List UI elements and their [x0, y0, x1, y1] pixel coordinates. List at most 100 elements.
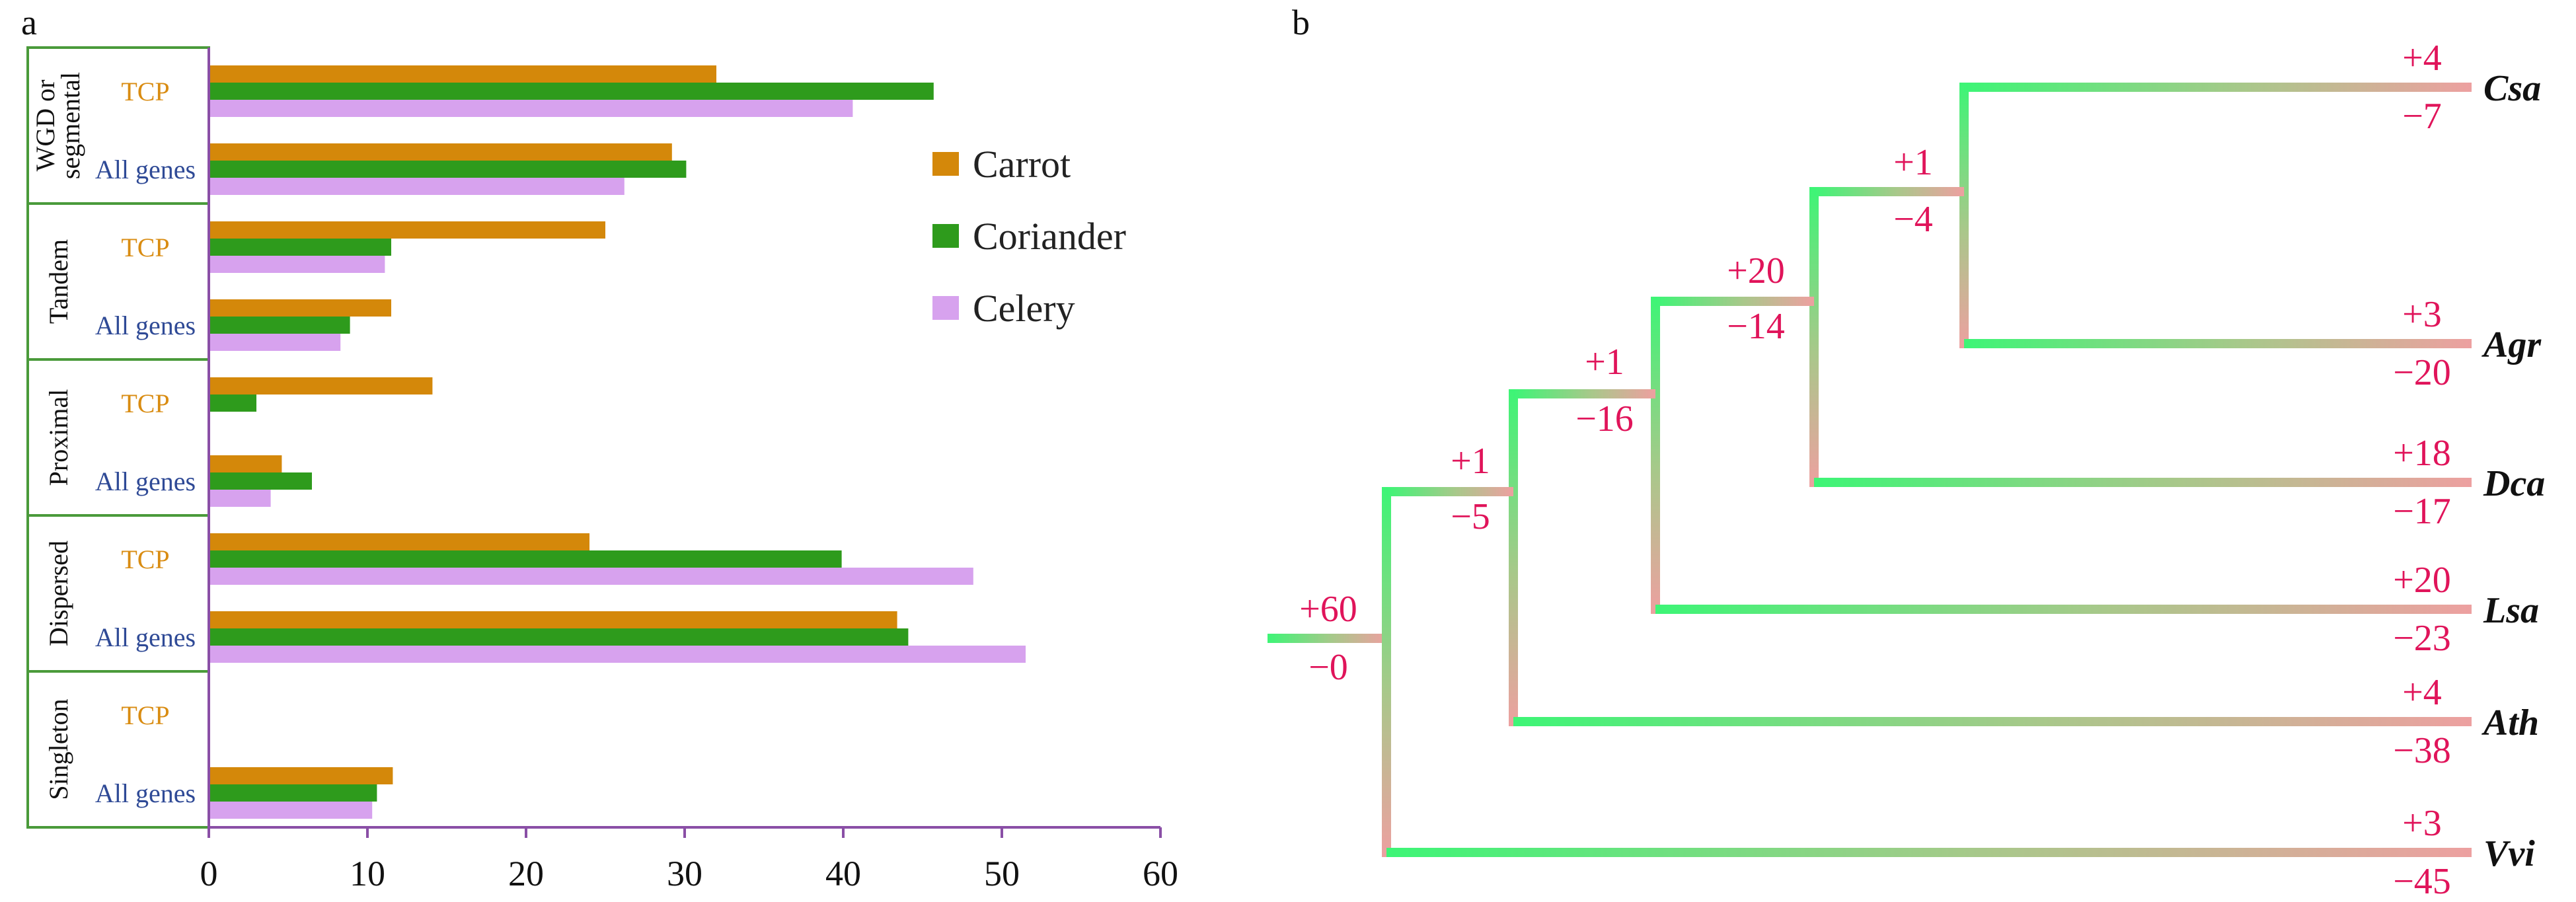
group-label: WGD orsegmental — [30, 72, 85, 179]
panel-a-bar-chart: a WGD orsegmentalTandemProximalDispersed… — [21, 3, 1178, 893]
panel-b-tree: b +60−0+1−5+1−16+20−14+1−4+4−7Csa+3−20Ag… — [1268, 3, 2545, 902]
node-gain: +1 — [1585, 342, 1624, 383]
bar-carrot — [209, 611, 897, 628]
taxon-label: Agr — [2481, 324, 2542, 365]
row-label: TCP — [121, 700, 169, 730]
x-tick-label: 30 — [667, 854, 702, 893]
bar-carrot — [209, 143, 672, 161]
row-label: All genes — [95, 311, 196, 340]
bar-celery — [209, 802, 373, 819]
node-loss: −5 — [1451, 496, 1490, 537]
x-tick-label: 50 — [984, 854, 1020, 893]
legend-swatch-coriander — [932, 224, 959, 248]
row-label: TCP — [121, 233, 169, 262]
bar-celery — [209, 334, 341, 351]
node-loss: −16 — [1575, 398, 1634, 439]
leaf-gain: +4 — [2402, 38, 2442, 79]
root-gain: +60 — [1299, 589, 1357, 630]
bar-carrot — [209, 377, 433, 395]
group-label-line: Dispersed — [44, 541, 73, 646]
group-boxes: WGD orsegmentalTandemProximalDispersedSi… — [26, 46, 210, 829]
bar-coriander — [209, 628, 909, 646]
row-label: All genes — [95, 155, 196, 184]
branch-vertical — [1382, 487, 1391, 857]
branch-vertical — [1959, 83, 1969, 348]
legend-swatch-carrot — [932, 152, 959, 176]
bar-celery — [209, 490, 271, 507]
leaf-loss: −7 — [2402, 96, 2442, 137]
branch-stem — [1268, 634, 1386, 643]
group-label-line: Tandem — [44, 239, 73, 324]
leaf-loss: −20 — [2393, 352, 2451, 393]
bar-coriander — [209, 472, 312, 490]
bar-celery — [209, 646, 1026, 663]
bar-celery — [209, 178, 625, 195]
branch-leaf-vvi — [1386, 848, 2472, 857]
bar-coriander — [209, 784, 377, 802]
branch-internal — [1513, 389, 1655, 398]
bar-carrot — [209, 533, 589, 550]
legend-label-celery: Celery — [973, 287, 1075, 330]
node-gain: +20 — [1727, 250, 1785, 291]
bar-carrot — [209, 299, 391, 317]
row-label: TCP — [121, 77, 169, 106]
group-label-line: Singleton — [44, 698, 73, 800]
node-loss: −4 — [1893, 199, 1933, 240]
leaf-gain: +4 — [2402, 672, 2442, 713]
legend-label-carrot: Carrot — [973, 143, 1071, 186]
legend-swatch-celery — [932, 296, 959, 320]
x-tick-label: 40 — [825, 854, 861, 893]
leaf-gain: +18 — [2393, 433, 2451, 474]
node-gain: +1 — [1893, 142, 1933, 183]
branch-leaf-agr — [1964, 339, 2472, 348]
taxon-label: Lsa — [2483, 590, 2539, 631]
bar-celery — [209, 100, 853, 117]
bar-coriander — [209, 550, 842, 568]
group-label: Dispersed — [44, 541, 73, 646]
bar-coriander — [209, 317, 350, 334]
node-loss: −14 — [1727, 306, 1785, 347]
group-label-line: WGD or — [30, 80, 60, 172]
x-tick-label: 20 — [508, 854, 544, 893]
row-label: TCP — [121, 545, 169, 574]
group-label-line: segmental — [56, 72, 85, 179]
leaf-loss: −23 — [2393, 618, 2451, 659]
group-label-line: Proximal — [44, 389, 73, 486]
taxon-label: Vvi — [2483, 833, 2535, 874]
row-label: TCP — [121, 389, 169, 418]
leaf-gain: +3 — [2402, 803, 2442, 844]
node-gain: +1 — [1451, 441, 1490, 482]
branch-leaf-ath — [1513, 717, 2472, 726]
bar-coriander — [209, 83, 934, 100]
bar-coriander — [209, 161, 687, 178]
bar-carrot — [209, 65, 716, 83]
row-label: All genes — [95, 622, 196, 652]
branch-internal — [1655, 297, 1814, 306]
x-tick-label: 0 — [200, 854, 218, 893]
x-tick-label: 60 — [1143, 854, 1178, 893]
leaf-loss: −38 — [2393, 730, 2451, 771]
taxon-label: Ath — [2481, 702, 2539, 743]
group-label: Proximal — [44, 389, 73, 486]
group-label: Tandem — [44, 239, 73, 324]
panel-a-letter: a — [21, 3, 37, 42]
row-label: All genes — [95, 467, 196, 496]
bar-carrot — [209, 455, 282, 472]
group-label: Singleton — [44, 698, 73, 800]
branch-leaf-lsa — [1655, 605, 2472, 614]
tree-branches — [1268, 83, 2472, 857]
branch-internal — [1814, 187, 1964, 196]
branch-leaf-dca — [1814, 478, 2472, 487]
branch-vertical — [1509, 389, 1518, 726]
x-axis: 0 10 20 30 40 50 60 — [200, 48, 1178, 893]
taxon-label: Dca — [2483, 463, 2545, 504]
branch-internal — [1386, 487, 1513, 496]
taxon-label: Csa — [2483, 68, 2541, 109]
x-tick-label: 10 — [350, 854, 385, 893]
bars — [209, 65, 1026, 819]
bar-coriander — [209, 395, 256, 412]
bar-celery — [209, 256, 385, 273]
bar-coriander — [209, 239, 391, 256]
